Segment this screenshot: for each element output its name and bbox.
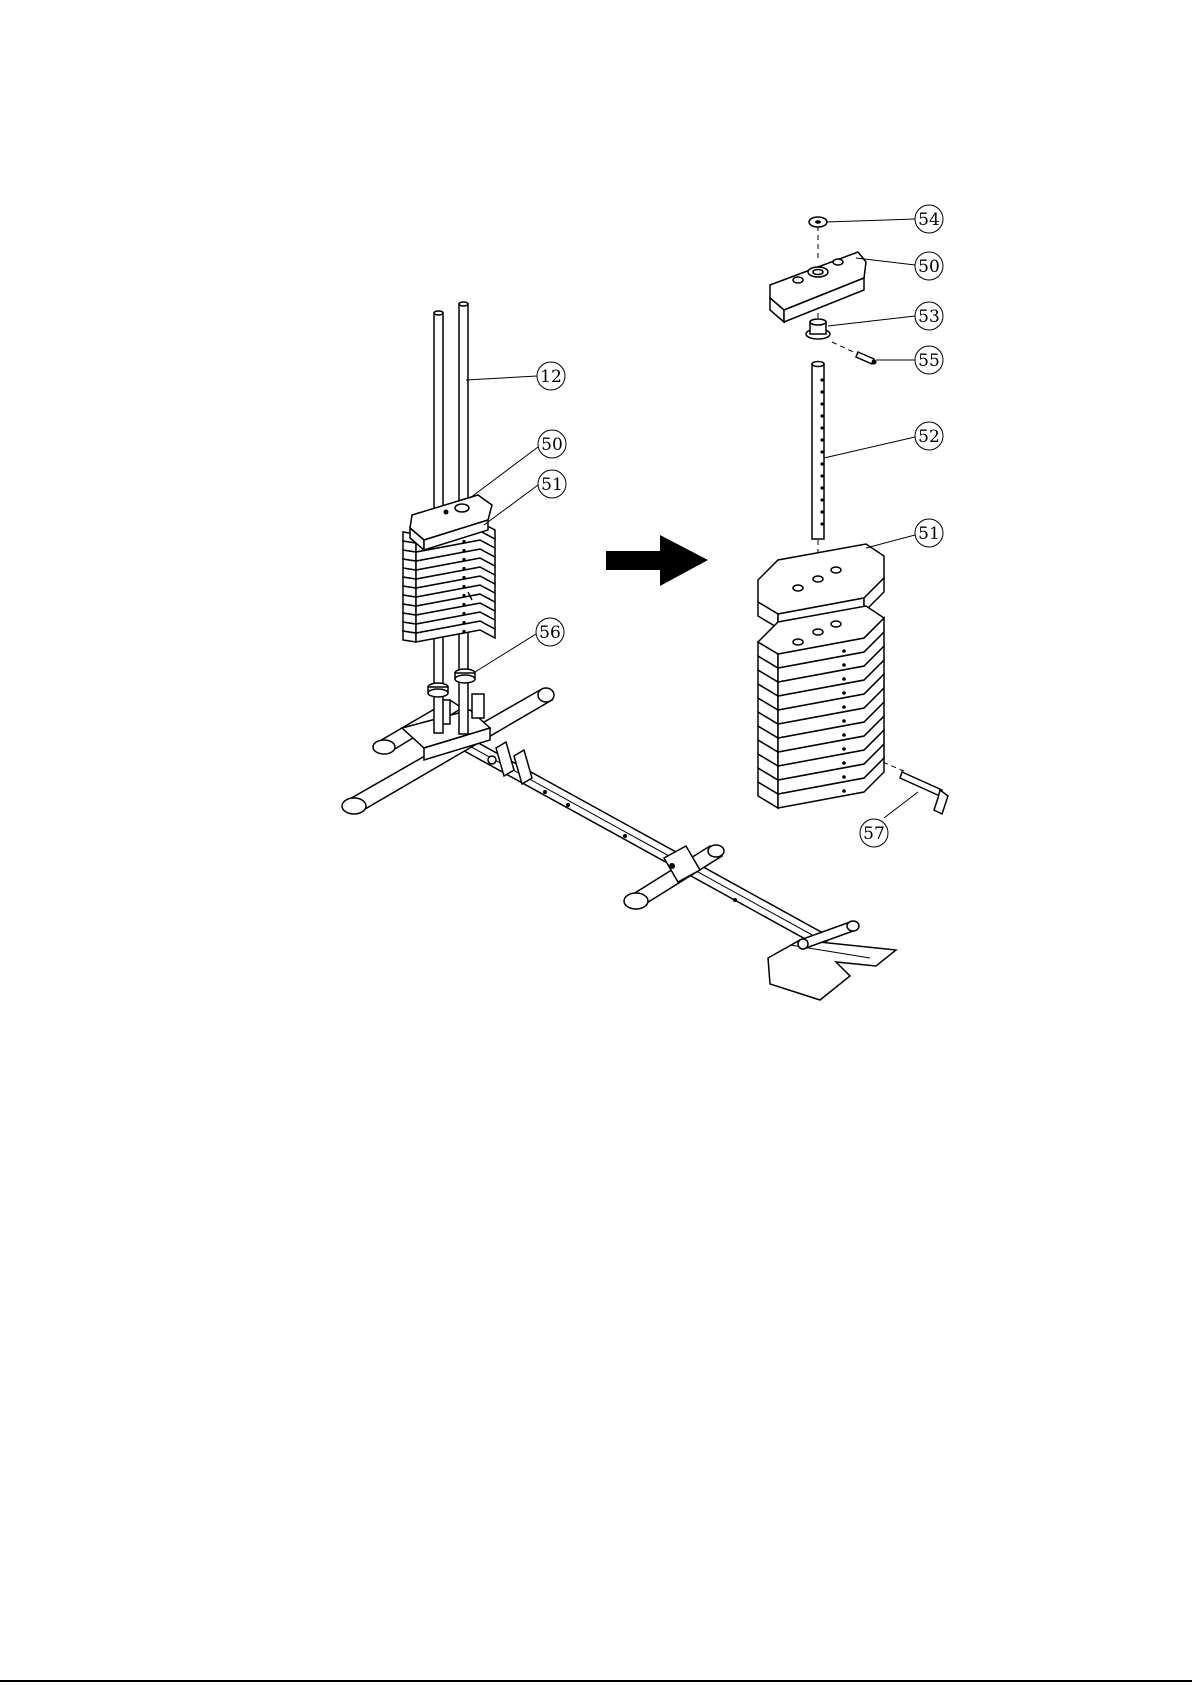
rod-hole xyxy=(820,522,823,525)
callout-label: 55 xyxy=(918,351,940,371)
callout-51-left: 51 xyxy=(538,470,566,498)
washer xyxy=(809,217,827,227)
rod-hole xyxy=(820,498,823,501)
transition-arrow xyxy=(606,535,708,586)
plate-hole xyxy=(462,594,465,597)
plate-hole xyxy=(842,649,846,653)
callout-label: 51 xyxy=(541,475,563,495)
rod-hole xyxy=(820,426,823,429)
callout-57: 57 xyxy=(860,819,888,847)
selector-rod xyxy=(812,362,824,540)
plate-hole xyxy=(842,789,846,793)
selector-key xyxy=(900,772,948,814)
plate-hole xyxy=(842,705,846,709)
plate-hole xyxy=(831,621,841,627)
plate-hole xyxy=(462,540,465,543)
callout-label: 56 xyxy=(539,623,561,643)
callout-51-right: 51 xyxy=(915,519,943,547)
plate-hole xyxy=(842,747,846,751)
plate-hole xyxy=(462,549,465,552)
plate-hole xyxy=(842,775,846,779)
bushing xyxy=(806,319,830,339)
callout-50-right: 50 xyxy=(915,252,943,280)
rod-hole xyxy=(820,378,823,381)
pin xyxy=(856,352,877,365)
callout-54: 54 xyxy=(915,205,943,233)
callout-53: 53 xyxy=(915,302,943,330)
callout-label: 51 xyxy=(918,524,940,544)
plate-hole xyxy=(842,663,846,667)
plate-hole xyxy=(462,567,465,570)
plate-hole xyxy=(842,719,846,723)
rod-hole xyxy=(820,486,823,489)
plate-hole xyxy=(462,576,465,579)
plate-hole xyxy=(462,603,465,606)
callout-50-left: 50 xyxy=(538,430,566,458)
callout-label: 50 xyxy=(541,435,563,455)
callout-label: 54 xyxy=(918,210,940,230)
callout-label: 50 xyxy=(918,257,940,277)
rod-hole xyxy=(820,402,823,405)
rod-hole xyxy=(820,390,823,393)
rod-hole xyxy=(820,438,823,441)
callout-12: 12 xyxy=(537,362,565,390)
top-plate-exploded xyxy=(770,252,866,322)
plate-hole xyxy=(842,691,846,695)
callout-52: 52 xyxy=(915,422,943,450)
rod-hole xyxy=(820,450,823,453)
rod-hole xyxy=(820,474,823,477)
plate-hole xyxy=(462,558,465,561)
plate-hole xyxy=(842,761,846,765)
callout-label: 52 xyxy=(918,427,940,447)
weight-stack-exploded xyxy=(758,606,884,808)
plate-hole xyxy=(462,585,465,588)
callout-label: 53 xyxy=(918,307,940,327)
plate-hole xyxy=(793,639,803,645)
plate-hole xyxy=(462,612,465,615)
callout-56: 56 xyxy=(536,618,564,646)
callout-55: 55 xyxy=(915,346,943,374)
plate-hole xyxy=(462,621,465,624)
plate-hole xyxy=(842,677,846,681)
rod-hole xyxy=(820,462,823,465)
plate-hole xyxy=(842,733,846,737)
callout-label: 57 xyxy=(863,824,885,844)
rod-hole xyxy=(820,510,823,513)
plate-hole xyxy=(813,629,823,635)
callout-label: 12 xyxy=(540,367,562,387)
rod-hole xyxy=(820,414,823,417)
plate-hole xyxy=(462,630,465,633)
